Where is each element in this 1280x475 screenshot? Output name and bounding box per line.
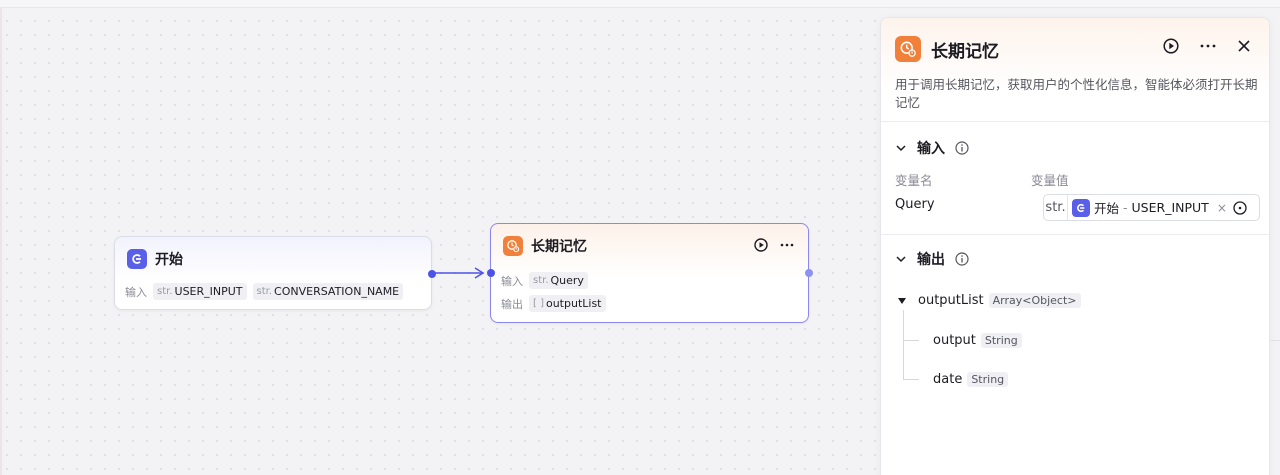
param-name: Query	[550, 274, 584, 287]
caret-down-icon[interactable]	[897, 296, 907, 306]
output-field-type: String	[967, 372, 1009, 387]
param-type: str.	[256, 286, 273, 297]
chevron-down-icon[interactable]	[895, 253, 907, 265]
param-chip: str. USER_INPUT	[153, 283, 247, 300]
memory-node-outputs: 输出 [ ] outputList	[501, 295, 606, 312]
output-field-name: date	[933, 372, 963, 387]
memory-clock-icon	[503, 236, 523, 256]
output-field-name: outputList	[918, 293, 984, 308]
play-circle-icon[interactable]	[1163, 38, 1179, 54]
start-node-title: 开始	[155, 252, 183, 268]
param-chip: str. CONVERSATION_NAME	[252, 283, 404, 300]
info-icon[interactable]	[955, 252, 969, 266]
output-tree-child: output String	[933, 333, 1022, 348]
panel-actions	[1163, 38, 1251, 54]
memory-node-inputs: 输入 str. Query	[501, 272, 588, 289]
reference-chip[interactable]: 开始 - USER_INPUT	[1072, 198, 1209, 217]
output-field-type: Array<Object>	[988, 293, 1081, 308]
reference-variable: USER_INPUT	[1131, 200, 1209, 215]
output-field-name: output	[933, 333, 976, 348]
output-section-title: 输出	[917, 252, 945, 268]
panel-title: 长期记忆	[931, 42, 999, 62]
param-chip: str. Query	[529, 272, 588, 289]
memory-node[interactable]: 长期记忆 输入 str. Query 输出 [ ] outputList	[487, 223, 813, 323]
start-node-inputs: 输入 str. USER_INPUT str. CONVERSATION_NAM…	[125, 283, 404, 300]
param-type: str.	[533, 275, 549, 286]
output-field-type: String	[980, 333, 1022, 348]
start-node-header: 开始	[127, 249, 183, 269]
column-label-name: 变量名	[895, 173, 933, 188]
node-config-panel: 长期记忆 用于调用长期记忆，获取用户的个性化信息，智能体必须打开长期记忆 输入 …	[880, 17, 1270, 475]
output-tree-child: date String	[933, 372, 1009, 387]
input-label: 输入	[501, 274, 523, 288]
start-node-icon	[1072, 198, 1090, 217]
memory-node-header: 长期记忆	[503, 236, 587, 256]
output-port[interactable]	[805, 269, 813, 277]
close-icon[interactable]	[1237, 39, 1251, 53]
ellipsis-icon[interactable]	[780, 238, 794, 252]
clear-button[interactable]: ×	[1216, 200, 1227, 215]
tree-connector	[903, 310, 904, 380]
start-node[interactable]: 开始 输入 str. USER_INPUT str. CONVERSATION_…	[114, 236, 436, 310]
input-section-header[interactable]: 输入	[895, 138, 969, 158]
variable-value-field[interactable]: str. 开始 - USER_INPUT ×	[1043, 194, 1260, 221]
param-name: USER_INPUT	[174, 285, 243, 298]
edge-connector	[434, 267, 485, 279]
start-node-icon	[127, 249, 147, 269]
output-port[interactable]	[428, 270, 436, 278]
output-section-header[interactable]: 输出	[895, 249, 969, 269]
variable-type: str.	[1044, 195, 1068, 220]
reference-node: 开始	[1094, 201, 1120, 216]
param-type: [ ]	[533, 298, 544, 309]
ellipsis-icon[interactable]	[1199, 38, 1217, 54]
memory-node-title: 长期记忆	[531, 239, 587, 255]
section-divider	[881, 234, 1269, 235]
panel-edge-line	[1270, 340, 1280, 341]
variable-name: Query	[895, 197, 935, 212]
panel-description: 用于调用长期记忆，获取用户的个性化信息，智能体必须打开长期记忆	[895, 77, 1258, 110]
param-name: CONVERSATION_NAME	[274, 285, 400, 298]
panel-header: 长期记忆 用于调用长期记忆，获取用户的个性化信息，智能体必须打开长期记忆	[881, 18, 1269, 122]
memory-node-actions	[754, 238, 794, 252]
top-bar-edge	[0, 0, 1280, 8]
play-circle-icon[interactable]	[754, 238, 768, 252]
input-label: 输入	[125, 285, 147, 299]
column-label-value: 变量值	[1031, 173, 1069, 188]
variable-select-icon[interactable]	[1233, 200, 1247, 215]
input-section-title: 输入	[917, 141, 945, 157]
left-edge	[0, 8, 2, 475]
output-label: 输出	[501, 297, 523, 311]
output-tree-root[interactable]: outputList Array<Object>	[897, 293, 1081, 308]
tree-connector	[903, 379, 919, 380]
tree-connector	[903, 340, 919, 341]
memory-clock-icon	[895, 36, 921, 62]
reference-separator: -	[1123, 200, 1128, 215]
param-name: outputList	[545, 297, 602, 310]
input-port[interactable]	[487, 269, 495, 277]
chevron-down-icon[interactable]	[895, 142, 907, 154]
param-type: str.	[157, 286, 173, 297]
param-chip: [ ] outputList	[529, 295, 606, 312]
info-icon[interactable]	[955, 141, 969, 155]
